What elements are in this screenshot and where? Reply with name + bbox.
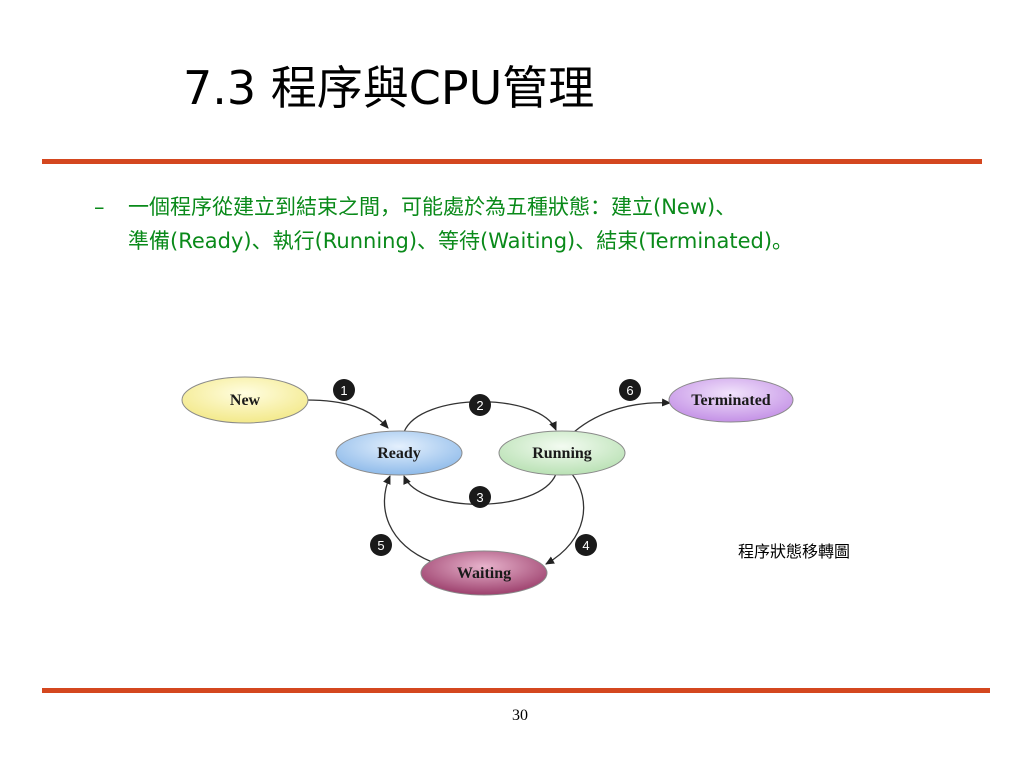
- transition-badge-5: 5: [370, 534, 392, 556]
- edge-running-terminated: [573, 398, 671, 433]
- transition-badge-3: 3: [469, 486, 491, 508]
- edge-new-ready: [305, 399, 389, 429]
- edge-running-waiting: [545, 473, 585, 565]
- transition-badge-6: 6: [619, 379, 641, 401]
- state-node-ready: Ready: [335, 430, 463, 476]
- state-node-new: New: [181, 376, 309, 424]
- diagram-caption: 程序狀態移轉圖: [738, 542, 851, 561]
- top-divider: [42, 159, 982, 164]
- state-label-terminated: Terminated: [691, 392, 771, 409]
- page-number: 30: [512, 707, 528, 724]
- transition-badge-1: 1: [333, 379, 355, 401]
- transition-badge-2: 2: [469, 394, 491, 416]
- transition-number-1: 1: [340, 383, 347, 398]
- transition-number-6: 6: [626, 383, 633, 398]
- state-node-running: Running: [498, 430, 626, 476]
- transition-number-2: 2: [476, 398, 483, 413]
- edge-waiting-ready: [383, 475, 433, 563]
- state-label-new: New: [230, 392, 261, 409]
- state-label-waiting: Waiting: [457, 565, 511, 582]
- bullet-text: – 一個程序從建立到結束之間，可能處於為五種狀態：建立(New)、 準備(Rea…: [94, 190, 974, 258]
- transition-number-4: 4: [582, 538, 589, 553]
- state-node-terminated: Terminated: [668, 377, 794, 423]
- transition-badge-4: 4: [575, 534, 597, 556]
- state-node-waiting: Waiting: [420, 550, 548, 596]
- state-label-running: Running: [532, 445, 592, 462]
- state-label-ready: Ready: [377, 445, 421, 462]
- transition-number-5: 5: [377, 538, 384, 553]
- bottom-divider: [42, 688, 990, 693]
- bullet-dash: –: [94, 195, 105, 219]
- slide-title: 7.3 程序與CPU管理: [183, 61, 595, 115]
- bullet-line-1: 一個程序從建立到結束之間，可能處於為五種狀態：建立(New)、: [128, 195, 737, 219]
- transition-number-3: 3: [476, 490, 483, 505]
- bullet-line-2: 準備(Ready)、執行(Running)、等待(Waiting)、結束(Ter…: [128, 229, 794, 253]
